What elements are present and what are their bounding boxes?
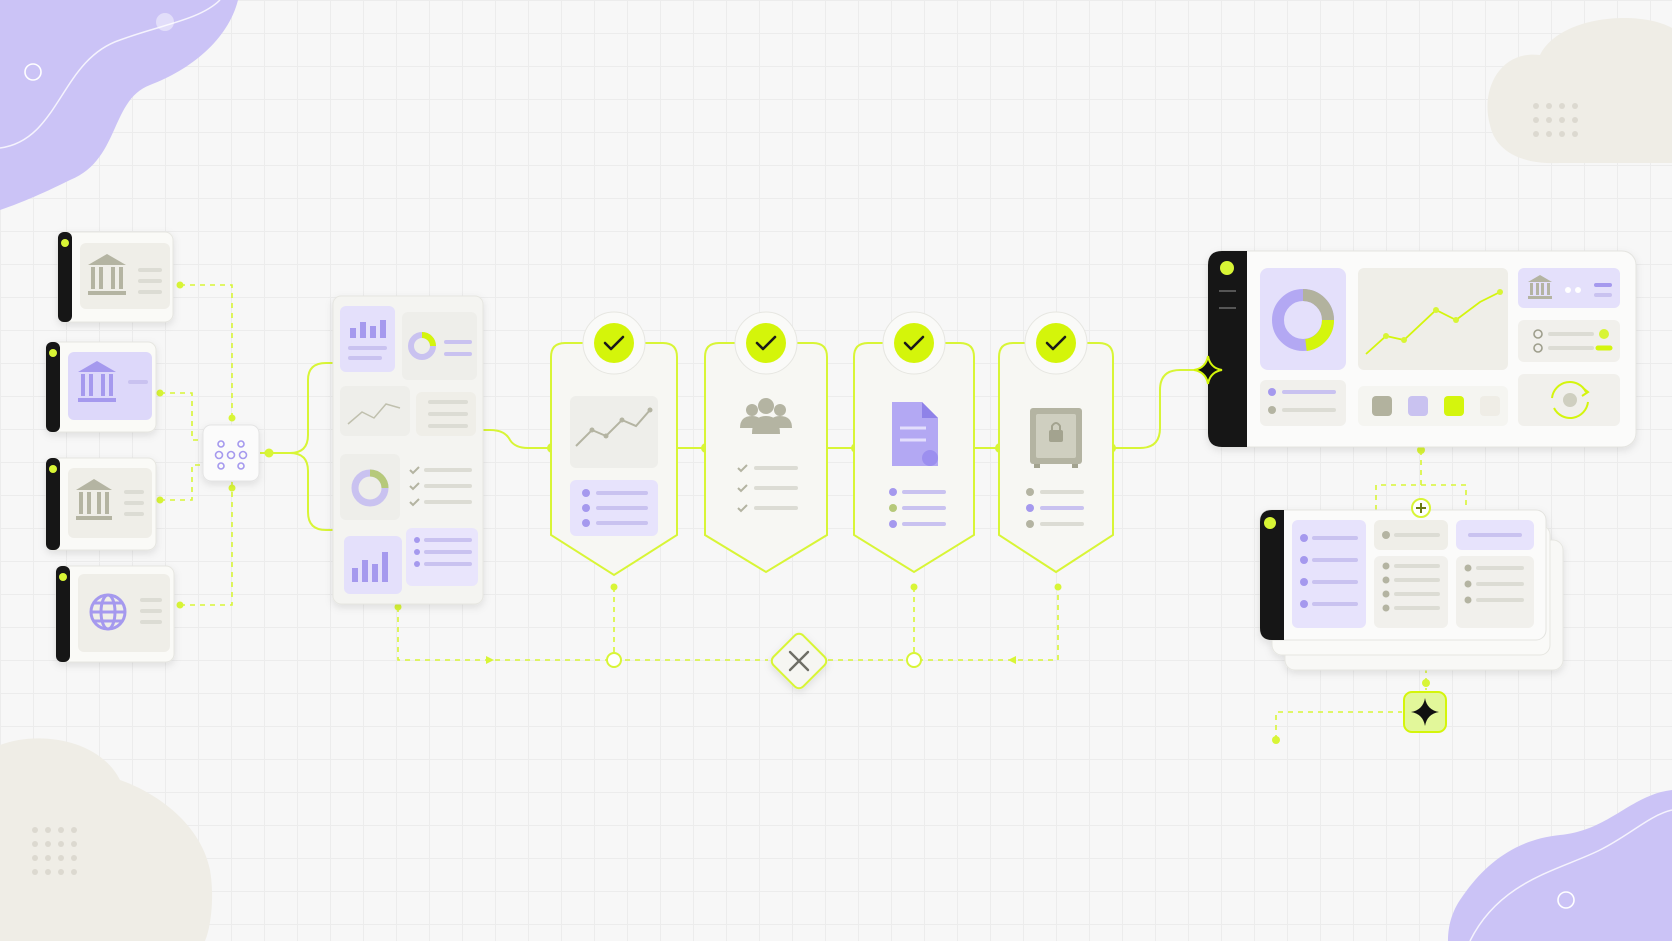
check-badge xyxy=(594,323,634,363)
check-badge xyxy=(746,323,786,363)
source-card-bank-3[interactable] xyxy=(45,457,157,551)
check-icon xyxy=(903,335,925,351)
plus-icon xyxy=(1416,503,1426,513)
check-badge xyxy=(894,323,934,363)
sparkle-icon xyxy=(1193,355,1223,385)
donut-chart-icon xyxy=(1272,289,1335,351)
reject-node[interactable] xyxy=(769,631,828,690)
globe-icon xyxy=(89,593,127,631)
ai-node[interactable] xyxy=(1403,691,1447,733)
line-chart-icon xyxy=(1365,289,1503,355)
check-icon xyxy=(1045,335,1067,351)
check-icon xyxy=(755,335,777,351)
sparkle-icon xyxy=(1411,698,1439,726)
source-card-bank-2[interactable] xyxy=(45,341,157,433)
users-icon xyxy=(740,398,792,434)
stage-card-team[interactable] xyxy=(704,311,828,574)
check-badge xyxy=(1036,323,1076,363)
output-connectors xyxy=(1272,446,1467,744)
corner-cloud-bottom-left xyxy=(0,738,213,941)
document-icon xyxy=(892,402,938,466)
corner-blob-top-left xyxy=(0,0,238,210)
hub-aggregator-icon xyxy=(214,440,248,470)
source-card-bank-1[interactable] xyxy=(57,231,174,323)
source-connectors xyxy=(156,281,236,609)
safe-icon xyxy=(1030,408,1082,468)
source-card-web[interactable] xyxy=(55,565,175,663)
add-node[interactable] xyxy=(1411,498,1431,518)
output-dashboard[interactable] xyxy=(1207,250,1637,448)
stage-card-document[interactable] xyxy=(853,311,975,574)
refresh-icon xyxy=(1551,381,1590,419)
stage-card-vault[interactable] xyxy=(998,311,1114,574)
stage-card-analytics[interactable] xyxy=(550,311,678,577)
data-panels-mosaic xyxy=(332,295,484,605)
corner-blob-bottom-right xyxy=(1448,790,1672,941)
bank-icon xyxy=(76,479,112,520)
bank-icon xyxy=(78,361,116,402)
bank-icon xyxy=(88,254,126,295)
line-chart-icon xyxy=(575,407,653,447)
close-icon xyxy=(788,650,810,672)
output-reports-stack xyxy=(1259,509,1564,671)
corner-cloud-top-right xyxy=(1487,18,1672,164)
hub-aggregator-node[interactable] xyxy=(202,424,260,482)
check-icon xyxy=(603,335,625,351)
reject-path xyxy=(394,583,1062,668)
bank-icon xyxy=(1528,275,1552,299)
